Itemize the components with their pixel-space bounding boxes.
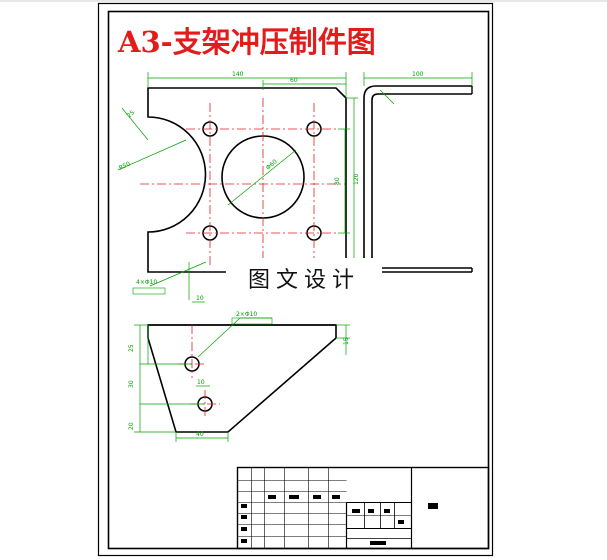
- watermark: 图文设计: [226, 258, 382, 298]
- outer-border: [97, 2, 494, 557]
- centerlines: [140, 98, 345, 270]
- svg-text:R50: R50: [118, 160, 132, 171]
- svg-text:2×Φ10: 2×Φ10: [236, 311, 257, 318]
- svg-text:80: 80: [334, 177, 341, 185]
- drawing-title: A3-支架冲压制件图: [117, 25, 376, 59]
- svg-text:100: 100: [412, 71, 424, 78]
- svg-text:25: 25: [128, 344, 135, 352]
- front-view: 140 60 25 R50 Φ60 80 120 4×Φ10: [117, 71, 360, 300]
- svg-text:20: 20: [128, 422, 135, 430]
- title-block-marks: [241, 495, 438, 545]
- svg-text:10: 10: [197, 379, 205, 386]
- svg-text:30: 30: [128, 380, 135, 388]
- side-view: 100: [363, 71, 473, 273]
- svg-text:40: 40: [196, 431, 204, 438]
- plate-outline: [147, 87, 347, 273]
- bottom-view: 25 30 20 10 10 40 15 2×Φ10: [128, 295, 350, 442]
- svg-text:4×Φ10: 4×Φ10: [136, 279, 157, 286]
- front-dim-text: 140 60 25 R50 Φ60 80 120 4×Φ10: [118, 71, 360, 286]
- svg-text:140: 140: [232, 71, 244, 78]
- svg-text:60: 60: [290, 77, 298, 84]
- svg-text:120: 120: [353, 173, 360, 185]
- svg-text:10: 10: [196, 295, 204, 302]
- svg-text:25: 25: [126, 109, 136, 119]
- svg-text:15: 15: [343, 337, 350, 345]
- title-block: [236, 466, 490, 550]
- front-dimensions: [117, 72, 358, 300]
